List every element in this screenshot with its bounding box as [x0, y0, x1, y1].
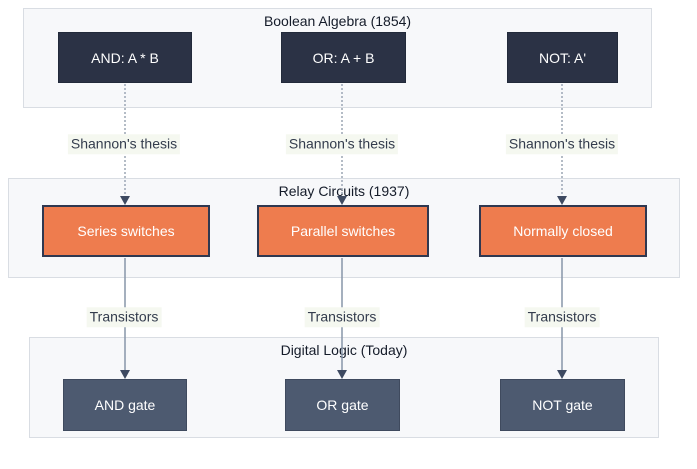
edge-label-transistors-1: Transistors: [86, 307, 162, 327]
node-and-gate: AND gate: [63, 379, 187, 431]
band-title-digital-logic: Digital Logic (Today): [280, 342, 408, 358]
edge-label-shannons-thesis-3: Shannon's thesis: [505, 134, 619, 154]
node-or-gate: OR gate: [285, 379, 400, 431]
arrowhead-icon: [337, 370, 347, 379]
node-and-boolean: AND: A * B: [58, 32, 192, 83]
arrowhead-icon: [120, 370, 130, 379]
node-not-boolean: NOT: A': [507, 32, 618, 83]
edge-label-transistors-2: Transistors: [304, 307, 380, 327]
node-not-gate: NOT gate: [500, 379, 625, 431]
node-series-switches: Series switches: [42, 205, 210, 257]
arrowhead-icon: [557, 196, 567, 205]
node-or-boolean: OR: A + B: [281, 32, 406, 83]
band-title-boolean-algebra: Boolean Algebra (1854): [263, 13, 412, 29]
edge-label-shannons-thesis-2: Shannon's thesis: [285, 134, 399, 154]
node-parallel-switches: Parallel switches: [257, 205, 429, 257]
edge-label-shannons-thesis-1: Shannon's thesis: [67, 134, 181, 154]
arrowhead-icon: [337, 196, 347, 205]
arrowhead-icon: [557, 370, 567, 379]
arrowhead-icon: [120, 196, 130, 205]
node-normally-closed: Normally closed: [479, 205, 647, 257]
band-title-relay-circuits: Relay Circuits (1937): [278, 183, 410, 199]
edge-label-transistors-3: Transistors: [524, 307, 600, 327]
